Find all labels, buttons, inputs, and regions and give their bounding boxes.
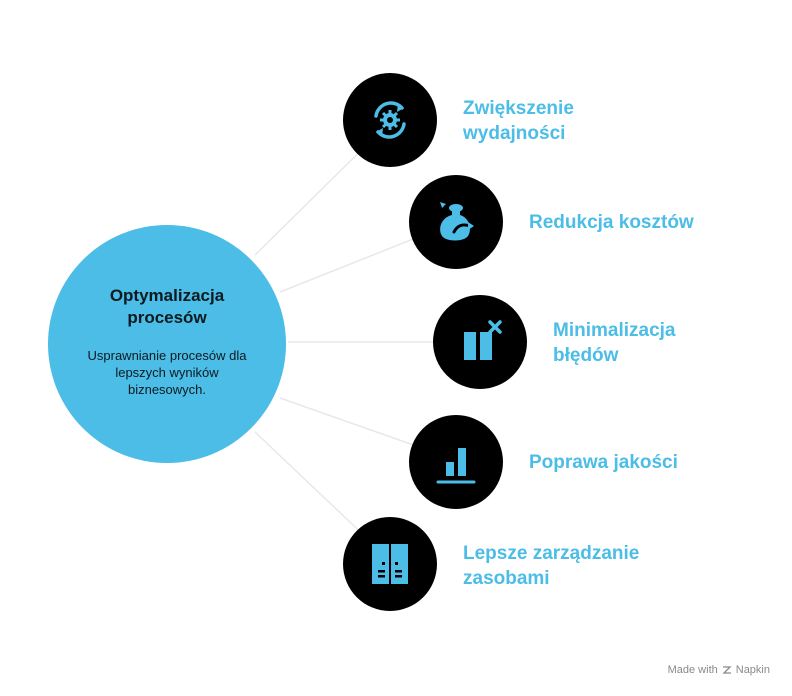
hub-title: Optymalizacja procesów — [109, 285, 225, 327]
label-resource-management: Lepsze zarządzanie zasobami — [463, 543, 640, 589]
node-cost-reduction — [409, 175, 503, 269]
label-cost-reduction: Redukcja kosztów — [529, 212, 694, 233]
node-efficiency — [343, 73, 437, 167]
label-efficiency: Zwiększenie wydajności — [463, 98, 574, 144]
footer-made-with: Made with — [667, 664, 718, 676]
gear-refresh-icon — [374, 101, 406, 139]
footer-brand: Napkin — [735, 664, 770, 676]
central-topic: Optymalizacja procesów Usprawnianie proc… — [48, 225, 286, 463]
footer-credit: Made with Napkin — [668, 664, 770, 676]
money-bag-icon — [440, 202, 474, 241]
hub-description: Usprawnianie procesów dla lepszych wynik… — [87, 347, 247, 397]
bar-chart-icon — [436, 448, 476, 484]
node-resource-management — [343, 517, 437, 611]
node-quality-improvement — [409, 415, 503, 509]
label-quality-improvement: Poprawa jakości — [529, 452, 678, 473]
resource-panel-icon — [372, 544, 408, 584]
error-bars-icon — [464, 320, 502, 360]
node-error-minimization — [433, 295, 527, 389]
napkin-logo-icon — [722, 666, 732, 674]
label-error-minimization: Minimalizacja błędów — [553, 320, 676, 366]
